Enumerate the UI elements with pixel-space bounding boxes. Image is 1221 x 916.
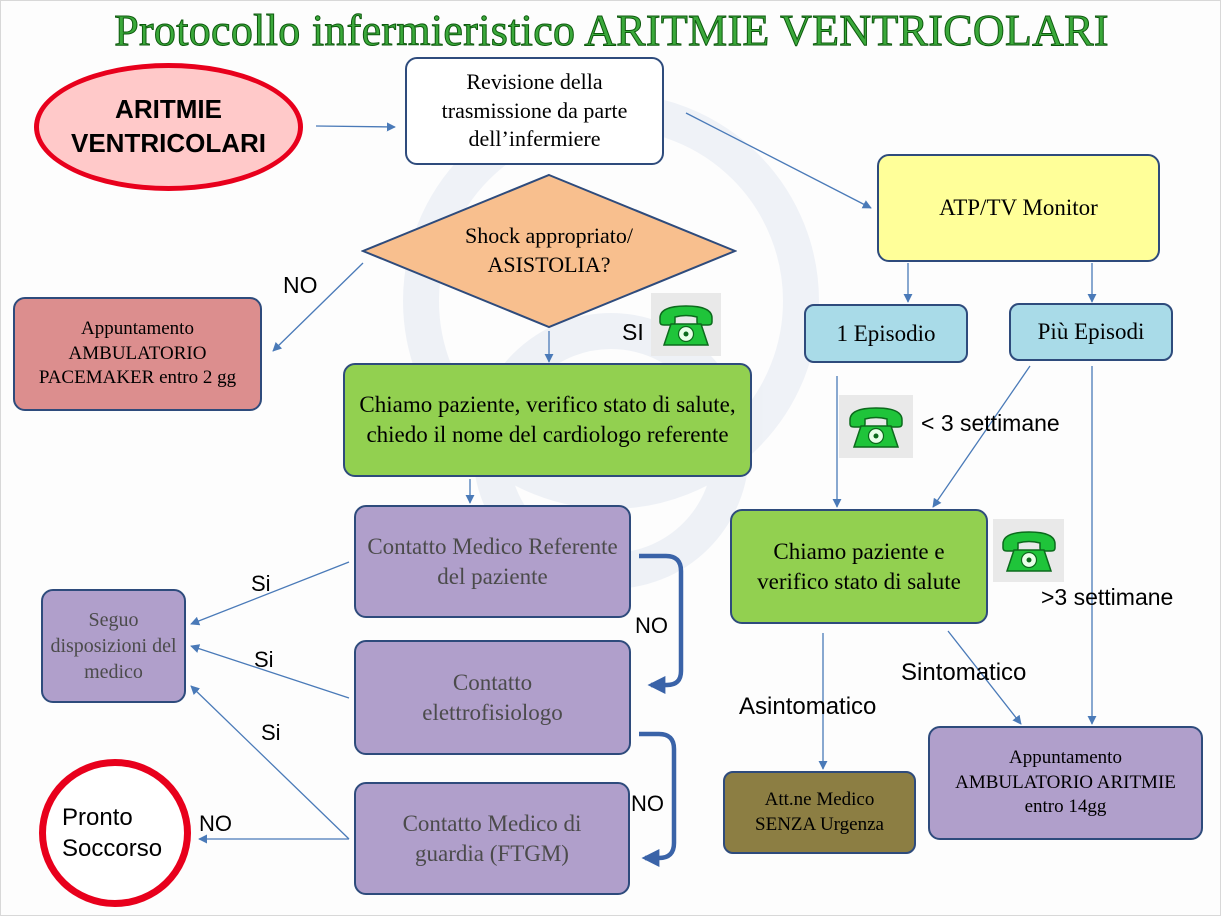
node-atp-monitor-label: ATP/TV Monitor — [939, 195, 1098, 221]
node-shock-decision-label: Shock appropriato/ ASISTOLIA? — [464, 223, 634, 277]
label-lt-3-settimane: < 3 settimane — [921, 410, 1060, 436]
arrow-chiamo-to-aritmie — [947, 630, 1022, 725]
node-aritmie-ventricolari-label: ARITMIE VENTRICOLARI — [71, 94, 266, 158]
node-revisione-label: Revisione della trasmissione da parte de… — [441, 69, 628, 152]
node-1-episodio: 1 Episodio — [804, 304, 968, 363]
arrow-piuepisodi-to-chiamo — [932, 365, 1031, 508]
node-aritmie-ventricolari: ARITMIE VENTRICOLARI — [34, 63, 303, 191]
label-si-shock: SI — [622, 319, 644, 345]
node-chiamo-paziente-label: Chiamo paziente, verifico stato di salut… — [359, 392, 736, 447]
node-chiamo-paziente: Chiamo paziente, verifico stato di salut… — [343, 363, 752, 477]
node-contatto-elettrofisiologo: Contatto elettrofisiologo — [354, 640, 631, 755]
node-piu-episodi-label: Più Episodi — [1037, 319, 1145, 345]
decision-diamond-shape — [361, 173, 737, 329]
node-piu-episodi: Più Episodi — [1009, 303, 1173, 361]
node-seguo-disposizioni-label: Seguo disposizioni del medico — [50, 609, 177, 683]
arrow-guardia-to-seguo — [190, 685, 350, 840]
node-pronto-soccorso: Pronto Soccorso — [39, 759, 191, 907]
label-no-pronto-soccorso: NO — [199, 811, 232, 836]
node-1-episodio-label: 1 Episodio — [836, 320, 936, 346]
arrow-referente-to-elettro — [639, 553, 684, 694]
node-atp-monitor: ATP/TV Monitor — [877, 154, 1160, 262]
node-appuntamento-pacemaker: Appuntamento AMBULATORIO PACEMAKER entro… — [13, 297, 262, 411]
node-contatto-guardia: Contatto Medico di guardia (FTGM) — [354, 782, 630, 895]
label-no-referente: NO — [635, 613, 668, 638]
label-gt-3-settimane: >3 settimane — [1041, 584, 1174, 610]
label-asintomatico: Asintomatico — [739, 693, 877, 720]
page-title: Protocollo infermieristico ARITMIE VENTR… — [114, 6, 1109, 56]
label-si-elettro: Si — [254, 647, 274, 672]
arrow-shock-to-pacemaker — [272, 262, 364, 352]
node-contatto-referente-label: Contatto Medico Referente del paziente — [367, 533, 618, 589]
phone-icon — [651, 293, 721, 356]
node-chiamo-verifico-label: Chiamo paziente e verifico stato di salu… — [757, 538, 961, 594]
node-revisione: Revisione della trasmissione da parte de… — [405, 57, 664, 165]
arrow-revisione-to-atp — [685, 112, 872, 209]
node-contatto-elettrofisiologo-label: Contatto elettrofisiologo — [422, 669, 563, 725]
node-attne-medico: Att.ne Medico SENZA Urgenza — [723, 771, 916, 854]
arrow-aritmie-to-revisione — [315, 122, 396, 132]
label-si-referente: Si — [251, 571, 271, 596]
arrow-elettro-to-seguo — [190, 644, 350, 699]
node-contatto-guardia-label: Contatto Medico di guardia (FTGM) — [402, 810, 582, 866]
arrow-referente-to-seguo — [190, 561, 350, 626]
node-seguo-disposizioni: Seguo disposizioni del medico — [41, 589, 186, 703]
label-no-elettro: NO — [631, 791, 664, 816]
node-shock-decision: Shock appropriato/ ASISTOLIA? — [451, 201, 647, 301]
label-sintomatico: Sintomatico — [901, 659, 1027, 686]
phone-icon — [993, 519, 1064, 582]
node-pronto-soccorso-label: Pronto Soccorso — [62, 803, 163, 862]
node-appuntamento-aritmie-label: Appuntamento AMBULATORIO ARITMIE entro 1… — [955, 746, 1176, 818]
node-appuntamento-pacemaker-label: Appuntamento AMBULATORIO PACEMAKER entro… — [38, 317, 237, 389]
node-chiamo-verifico: Chiamo paziente e verifico stato di salu… — [730, 509, 988, 624]
label-no-shock: NO — [283, 272, 318, 298]
phone-icon — [839, 395, 913, 458]
node-attne-medico-label: Att.ne Medico SENZA Urgenza — [755, 788, 884, 835]
label-si-guardia: Si — [261, 720, 281, 745]
node-appuntamento-aritmie: Appuntamento AMBULATORIO ARITMIE entro 1… — [928, 726, 1203, 840]
node-contatto-referente: Contatto Medico Referente del paziente — [354, 505, 631, 618]
arrow-elettro-to-guardia — [639, 731, 677, 867]
